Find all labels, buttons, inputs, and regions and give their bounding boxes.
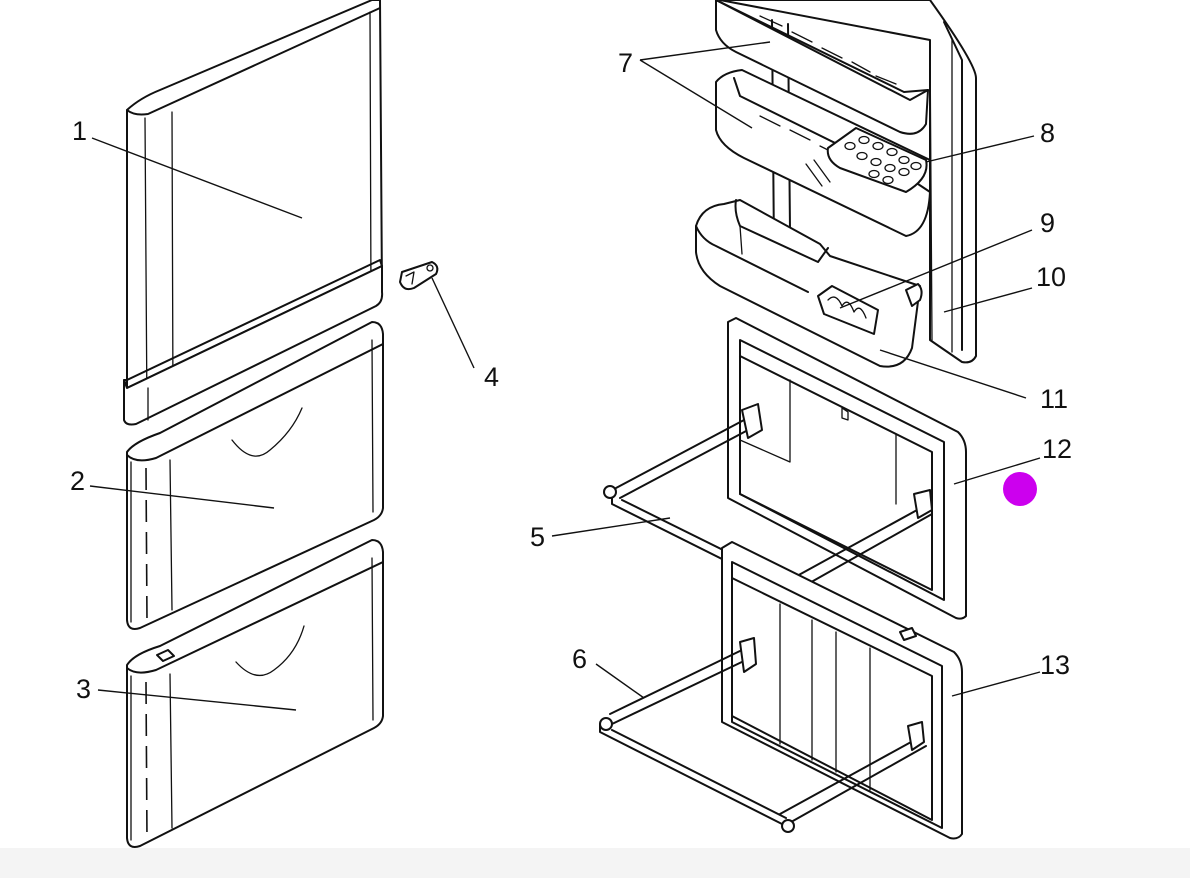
- leader-lines: [89, 41, 1041, 711]
- callout-12: 12: [1042, 434, 1072, 464]
- callout-7: 7: [618, 48, 633, 78]
- part-1-upper-door: [123, 0, 384, 426]
- callout-9: 9: [1040, 208, 1055, 238]
- callout-13: 13: [1040, 650, 1070, 680]
- callout-4: 4: [484, 362, 499, 392]
- callout-5: 5: [530, 522, 545, 552]
- part-3-lower-drawer: [126, 539, 384, 848]
- callout-11: 11: [1040, 384, 1068, 414]
- part-4-hinge-clip: [399, 261, 439, 291]
- marker-dot: [1003, 472, 1037, 506]
- callout-labels: 1 2 3 4 5 6 7 8 9 10 11 12 13: [70, 48, 1072, 704]
- callout-1: 1: [72, 116, 87, 146]
- part-12-fridge-door: [603, 317, 967, 620]
- inner-door-assembly: [695, 0, 977, 368]
- callout-8: 8: [1040, 118, 1055, 148]
- bottom-strip: [0, 848, 1190, 878]
- part-13-freezer-door: [599, 541, 963, 840]
- part-2-middle-drawer: [126, 321, 384, 630]
- callout-6: 6: [572, 644, 587, 674]
- callout-3: 3: [76, 674, 91, 704]
- callout-10: 10: [1036, 262, 1066, 292]
- callout-2: 2: [70, 466, 85, 496]
